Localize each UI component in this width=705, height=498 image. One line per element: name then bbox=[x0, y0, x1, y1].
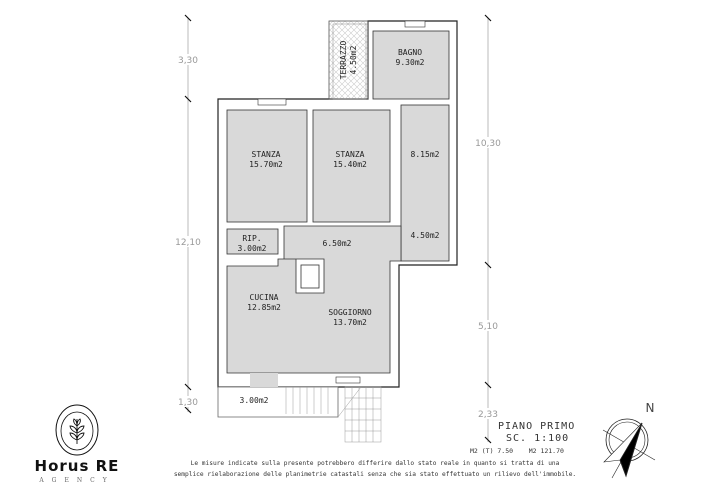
label-bagno: BAGNO bbox=[398, 48, 422, 57]
room-bagno bbox=[372, 30, 450, 100]
label: 4.50m2 bbox=[411, 231, 440, 240]
disclaimer-line-2: semplice rielaborazione delle planimetri… bbox=[173, 471, 577, 478]
label: STANZA bbox=[252, 150, 281, 159]
logo-name: Horus RE bbox=[34, 457, 120, 475]
disclaimer-line-1: Le misure indicate sulla presente potreb… bbox=[190, 460, 560, 467]
room-rip bbox=[226, 228, 279, 255]
label: 2,33 bbox=[478, 410, 498, 420]
label: 15.70m2 bbox=[249, 160, 283, 169]
window bbox=[257, 98, 287, 106]
area-summary: M2 (T) 7.50 M2 121.70 bbox=[470, 447, 564, 455]
room-corridor bbox=[400, 104, 450, 262]
pillar bbox=[300, 264, 320, 289]
label: 6.50m2 bbox=[323, 239, 352, 248]
label: 4.50m2 bbox=[349, 45, 358, 74]
label: 10,30 bbox=[475, 139, 501, 149]
leaf-icon bbox=[55, 404, 99, 456]
label: 9.30m2 bbox=[396, 58, 425, 67]
label: 12.85m2 bbox=[247, 303, 281, 312]
label: STANZA bbox=[336, 150, 365, 159]
label: 3.00m2 bbox=[240, 396, 269, 405]
floor-title: PIANO PRIMO bbox=[498, 421, 576, 432]
label: SOGGIORNO bbox=[328, 308, 372, 317]
terrace bbox=[328, 20, 369, 100]
compass-icon bbox=[602, 418, 656, 479]
window bbox=[404, 20, 426, 28]
label: 12,10 bbox=[175, 238, 201, 248]
stairs bbox=[285, 386, 382, 443]
label: 15.40m2 bbox=[333, 160, 367, 169]
label: TERRAZZO bbox=[339, 41, 348, 80]
north-label: N bbox=[646, 401, 655, 415]
scale-label: SC. 1:100 bbox=[506, 433, 570, 444]
window bbox=[335, 376, 361, 384]
label: 3,30 bbox=[178, 56, 198, 66]
balcony bbox=[217, 386, 339, 418]
label: 13.70m2 bbox=[333, 318, 367, 327]
label: RIP. bbox=[242, 234, 261, 243]
room-living bbox=[226, 225, 402, 374]
label: 1,30 bbox=[178, 398, 198, 408]
logo-subtitle: AGENCY bbox=[39, 477, 115, 484]
room-stanza-1 bbox=[226, 109, 308, 223]
label: 5,10 bbox=[478, 322, 498, 332]
label: 3.00m2 bbox=[238, 244, 267, 253]
room-stanza-2 bbox=[312, 109, 391, 223]
dimension-right: 10,30 5,10 2,33 bbox=[475, 14, 501, 444]
label: CUCINA bbox=[250, 293, 279, 302]
dimension-left: 3,30 12,10 1,30 bbox=[175, 14, 201, 414]
label: 8.15m2 bbox=[411, 150, 440, 159]
door bbox=[250, 373, 278, 387]
